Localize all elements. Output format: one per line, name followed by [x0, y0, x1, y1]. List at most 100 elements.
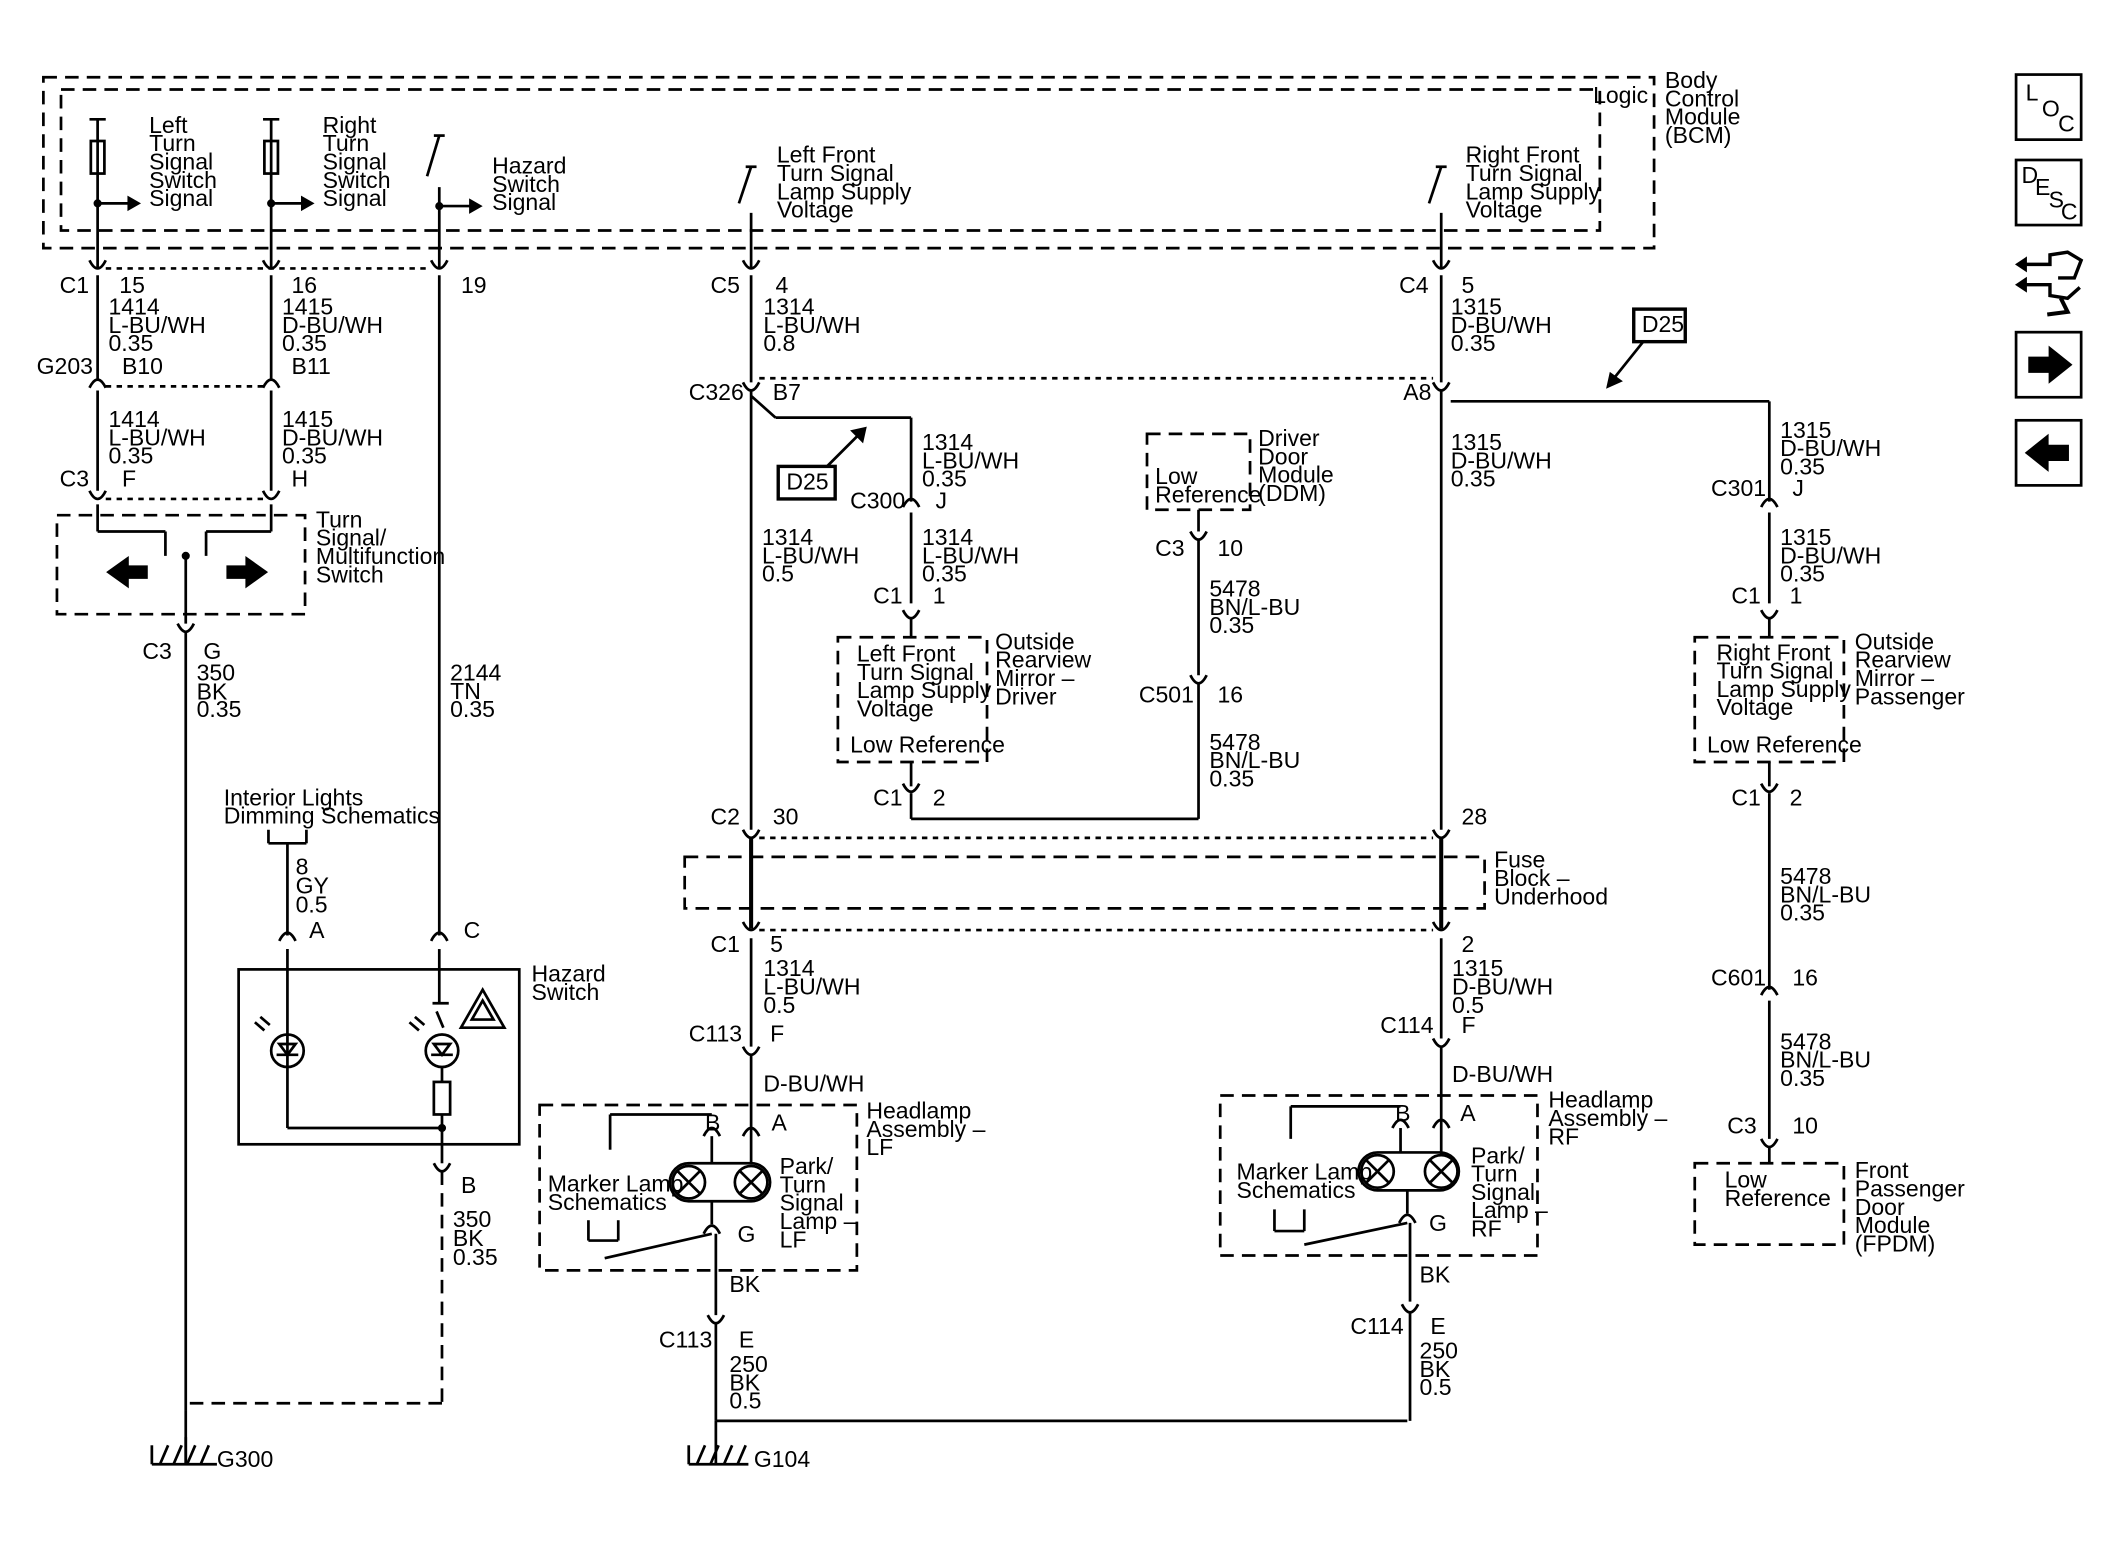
c1-mirror-l-pin-2: 2: [933, 784, 946, 810]
hazard-triangle-icon: [458, 987, 507, 1030]
wire-1415-upper-color: D-BU/WH: [282, 312, 383, 338]
mirror-r-low-ref: Low Reference: [1707, 731, 1862, 757]
mirror-r-inner-label: Lamp Supply: [1716, 676, 1851, 702]
wire-5478-ddm-a-color: BN/L-BU: [1209, 594, 1300, 620]
wire-1315-top-gauge: 0.35: [1451, 330, 1496, 356]
hazard-signal-input: [425, 134, 483, 269]
wire-1315-mirror-a-gauge: 0.35: [1780, 454, 1825, 480]
right-turn-signal-label: Turn: [323, 130, 370, 156]
loc-button[interactable]: [2014, 73, 2083, 142]
fpdm-label: Front: [1855, 1157, 1909, 1183]
hazard-signal-label: Hazard: [492, 153, 566, 179]
wire-1314-mirror2-color: L-BU/WH: [922, 542, 1019, 568]
wire-1315-top-color: D-BU/WH: [1451, 312, 1552, 338]
c1-mirror-l-label: C1: [873, 582, 902, 608]
wire-250-rf-circuit: 250: [1420, 1338, 1458, 1364]
wire-1315-mirror-b-circuit: 1315: [1780, 524, 1831, 550]
c2-label: C2: [710, 803, 739, 829]
c2-pin-28: 28: [1462, 803, 1488, 829]
wire-5478-fpdm-a-circuit: 5478: [1780, 863, 1831, 889]
bcm-name: Control: [1665, 85, 1739, 111]
wire-1314-mirror2-circuit: 1314: [922, 524, 973, 550]
wire-1415-lower-color: D-BU/WH: [282, 424, 383, 450]
turn-switch-label: Switch: [316, 561, 384, 587]
hazard-pin-c: C: [464, 917, 481, 943]
ground-g104: [687, 1420, 749, 1466]
headlamp-lf-pin-b: B: [705, 1110, 720, 1136]
fpdm-inner-label: Reference: [1725, 1185, 1831, 1211]
right-turn-signal-label: Signal: [323, 185, 387, 211]
d25-left-label: D25: [786, 468, 828, 494]
wire-1315-mirror-b-color: D-BU/WH: [1780, 542, 1881, 568]
wire-5478-ddm-b-gauge: 0.35: [1209, 765, 1254, 791]
fpdm-label: Passenger: [1855, 1175, 1965, 1201]
wire-bk-lf: BK: [729, 1271, 760, 1297]
ddm-label: Door: [1258, 443, 1308, 469]
d25-right-label: D25: [1642, 311, 1684, 337]
previous-page-button[interactable]: [2014, 418, 2083, 487]
wire-1415-upper-gauge: 0.35: [282, 330, 327, 356]
c1-pin-19: 19: [461, 272, 487, 298]
fpdm-c3-label: C3: [1727, 1112, 1756, 1138]
g104-label: G104: [754, 1446, 811, 1472]
marker-lamp-rf-label: Marker Lamp: [1236, 1159, 1372, 1185]
headlamp-rf-pin-b: B: [1395, 1100, 1410, 1126]
dimming-label: Dimming Schematics: [224, 803, 440, 829]
c1-mirror-r-2-label: C1: [1731, 784, 1760, 810]
g203-pin-b10: B10: [122, 353, 163, 379]
c3-g-conn: C3: [142, 638, 171, 664]
mirror-r-inner-label: Right Front: [1716, 639, 1831, 665]
wire-1315-trunk-color: D-BU/WH: [1451, 447, 1552, 473]
c4-pin-5: 5: [1462, 272, 1475, 298]
c601-label: C601: [1711, 965, 1766, 991]
connector-view-button[interactable]: [2014, 250, 2084, 317]
wire-1415-upper-circuit: 1415: [282, 294, 333, 320]
headlamp-lf-label: Assembly –: [866, 1116, 985, 1142]
desc-button[interactable]: [2014, 158, 2083, 227]
bcm-outer-box: [42, 75, 1656, 250]
lf-supply-label: Lamp Supply: [777, 178, 912, 204]
headlamp-rf-pin-g: G: [1429, 1210, 1447, 1236]
wire-1315-lower-color: D-BU/WH: [1452, 973, 1553, 999]
headlamp-rf-label: Assembly –: [1548, 1105, 1667, 1131]
dim-pin-a: A: [309, 917, 325, 943]
ground-g300: [150, 1437, 217, 1466]
c1-mirror-r-pin-2: 2: [1790, 784, 1803, 810]
wire-1315-mirror-a-color: D-BU/WH: [1780, 435, 1881, 461]
connector-c3-fh: [88, 490, 281, 501]
wire-8-color: GY: [296, 872, 329, 898]
left-turn-signal-label: Turn: [149, 130, 196, 156]
next-page-button[interactable]: [2014, 330, 2083, 399]
c1-mirror-l-pin-1: 1: [933, 582, 946, 608]
c601-pin-16: 16: [1792, 965, 1818, 991]
c1-mirror-r-pin-1: 1: [1790, 582, 1803, 608]
fuse-block-underhood: [683, 837, 1486, 929]
wire-250-lf-gauge: 0.5: [729, 1388, 761, 1414]
c300-label: C300: [850, 487, 905, 513]
headlamp-lf-label: Headlamp: [866, 1098, 971, 1124]
g203-label: G203: [37, 353, 93, 379]
wire-5478-fpdm-b-gauge: 0.35: [1780, 1065, 1825, 1091]
wire-1414-lower-circuit: 1414: [108, 406, 159, 432]
c113-pin-e: E: [739, 1327, 754, 1353]
marker-lamp-lf-label: Marker Lamp: [548, 1171, 684, 1197]
fuse-block-label: Fuse: [1494, 847, 1545, 873]
fuse-c1-pin-2: 2: [1462, 931, 1475, 957]
dimming-label: Interior Lights: [224, 784, 364, 810]
wire-250-rf-gauge: 0.5: [1420, 1374, 1452, 1400]
mirror-l-inner-label: Voltage: [857, 696, 934, 722]
wire-1415-lower-gauge: 0.35: [282, 443, 327, 469]
wire-1414-lower-gauge: 0.35: [108, 443, 153, 469]
marker-lamp-lf-label: Schematics: [548, 1189, 667, 1215]
arrow-left-icon: [106, 555, 148, 589]
mirror-l-inner-label: Lamp Supply: [857, 677, 992, 703]
c326-label: C326: [689, 379, 744, 405]
connector-symbol-icon: [2020, 250, 2084, 301]
c113-label: C113: [689, 1020, 742, 1046]
c1-label: C1: [60, 272, 89, 298]
wire-1314-mirror1-color: L-BU/WH: [922, 447, 1019, 473]
wire-5478-fpdm-a-gauge: 0.35: [1780, 900, 1825, 926]
mirror-passenger-label: Outside: [1855, 628, 1934, 654]
rf-supply-output: [1427, 165, 1447, 269]
